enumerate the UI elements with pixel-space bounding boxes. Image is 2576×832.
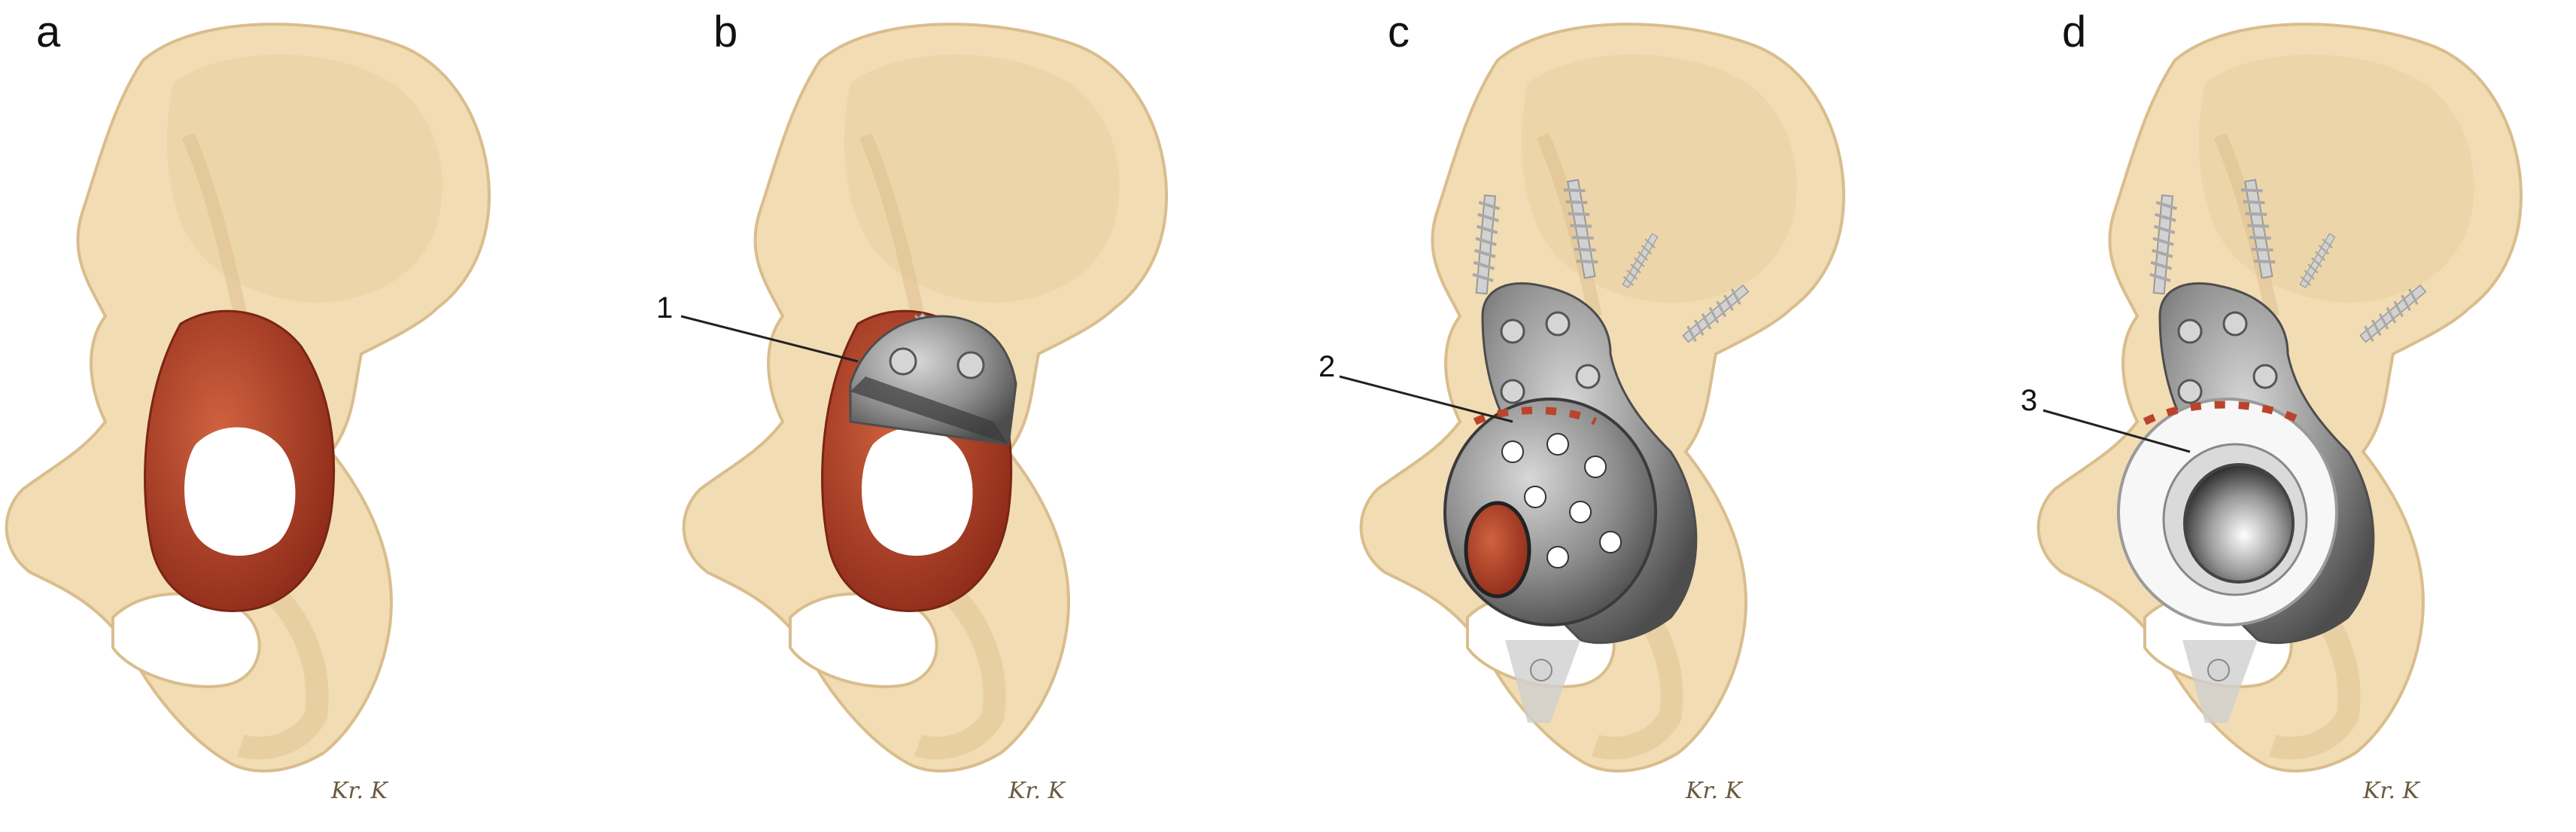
artist-signature-a: Kr. K: [330, 778, 389, 804]
augment-wedge: [849, 315, 1017, 446]
artist-signature-d: Kr. K: [2362, 778, 2421, 804]
acetabular-defect-a: [144, 309, 336, 613]
pelvis-illustration-c: Kr. K: [1361, 24, 1844, 804]
callout-line-3: [2042, 409, 2191, 453]
panel-label-a: a: [36, 8, 61, 56]
panel-b: b 1: [656, 8, 1166, 771]
callout-line-1: [680, 315, 859, 363]
panel-a: a Kr. K: [7, 8, 489, 804]
panel-d: d Kr. K 3: [2021, 8, 2521, 804]
pelvis-illustration-d: Kr. K: [2039, 24, 2521, 804]
pelvis-illustration-b: [684, 24, 1166, 771]
panel-label-d: d: [2062, 8, 2086, 56]
callout-label-2: 2: [1318, 350, 1335, 383]
artist-signature-b: Kr. K: [1008, 778, 1066, 804]
pelvis-illustration-a: Kr. K: [7, 24, 489, 804]
panel-c: c Kr. K: [1318, 8, 1844, 804]
callout-line-2: [1339, 375, 1513, 423]
callout-label-1: 1: [656, 291, 673, 325]
artist-signature-c: Kr. K: [1685, 778, 1744, 804]
callout-label-3: 3: [2021, 384, 2037, 417]
panel-label-b: b: [713, 8, 738, 56]
panel-label-c: c: [1388, 8, 1410, 56]
